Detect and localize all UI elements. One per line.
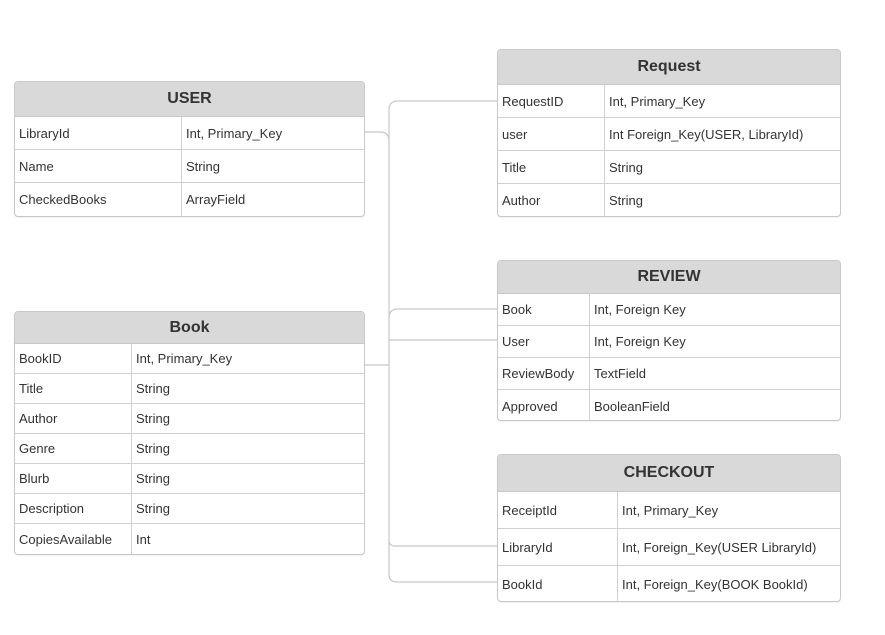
field-type: String	[609, 193, 643, 208]
field-row: ReviewBody TextField	[498, 358, 840, 390]
field-name: Description	[15, 494, 132, 523]
field-row: Genre String	[15, 434, 364, 464]
entity-book[interactable]: Book BookID Int, Primary_Key Title Strin…	[14, 311, 365, 555]
field-row: Author String	[498, 184, 840, 216]
entity-request[interactable]: Request RequestID Int, Primary_Key user …	[497, 49, 841, 217]
field-type: String	[136, 501, 170, 516]
field-row: LibraryId Int, Foreign_Key(USER LibraryI…	[498, 529, 840, 566]
entity-title: CHECKOUT	[498, 455, 840, 492]
field-name: Approved	[498, 390, 590, 420]
field-name: Author	[498, 184, 605, 216]
connector-book-review	[388, 308, 498, 319]
field-name: Author	[15, 404, 132, 433]
field-name: BookID	[15, 344, 132, 373]
field-type: String	[136, 381, 170, 396]
field-name: ReceiptId	[498, 492, 618, 528]
field-row: Description String	[15, 494, 364, 524]
entity-title: REVIEW	[498, 261, 840, 294]
field-type: String	[136, 411, 170, 426]
entity-title: Request	[498, 50, 840, 85]
field-type: String	[136, 471, 170, 486]
field-name: Name	[15, 150, 182, 182]
field-row: LibraryId Int, Primary_Key	[15, 117, 364, 150]
field-row: User Int, Foreign Key	[498, 326, 840, 358]
field-name: ReviewBody	[498, 358, 590, 389]
field-row: Name String	[15, 150, 364, 183]
field-row: Blurb String	[15, 464, 364, 494]
connector-user-checkout	[388, 539, 498, 547]
field-row: Approved BooleanField	[498, 390, 840, 420]
field-type: Int, Foreign Key	[594, 302, 686, 317]
field-row: CopiesAvailable Int	[15, 524, 364, 554]
field-name: user	[498, 118, 605, 150]
field-row: user Int Foreign_Key(USER, LibraryId)	[498, 118, 840, 151]
field-row: ReceiptId Int, Primary_Key	[498, 492, 840, 529]
field-name: Blurb	[15, 464, 132, 493]
field-row: Title String	[15, 374, 364, 404]
field-name: RequestID	[498, 85, 605, 117]
field-type: Int, Primary_Key	[186, 125, 283, 141]
field-row: CheckedBooks ArrayField	[15, 183, 364, 216]
field-row: Author String	[15, 404, 364, 434]
field-name: LibraryId	[498, 529, 618, 565]
field-name: LibraryId	[15, 117, 182, 149]
entity-user[interactable]: USER LibraryId Int, Primary_Key Name Str…	[14, 81, 365, 217]
field-name: Book	[498, 294, 590, 325]
field-name: User	[498, 326, 590, 357]
field-name: CopiesAvailable	[15, 524, 132, 554]
field-type: Int, Foreign_Key(USER LibraryId)	[622, 539, 817, 555]
field-name: BookId	[498, 566, 618, 601]
field-name: Genre	[15, 434, 132, 463]
entity-checkout[interactable]: CHECKOUT ReceiptId Int, Primary_Key Libr…	[497, 454, 841, 602]
entity-title: Book	[15, 312, 364, 344]
field-type: Int, Primary_Key	[136, 351, 233, 366]
field-type: Int, Foreign_Key(BOOK BookId)	[622, 577, 808, 592]
field-type: String	[609, 159, 643, 175]
field-row: Title String	[498, 151, 840, 184]
field-type: TextField	[594, 366, 647, 381]
entity-review[interactable]: REVIEW Book Int, Foreign Key User Int, F…	[497, 260, 841, 421]
field-type: Int, Primary_Key	[622, 502, 719, 518]
field-type: ArrayField	[186, 192, 246, 207]
connector-user-request	[388, 100, 498, 141]
field-row: RequestID Int, Primary_Key	[498, 85, 840, 118]
field-type: String	[136, 441, 170, 456]
field-name: Title	[498, 151, 605, 183]
field-type: Int	[136, 531, 151, 547]
field-row: Book Int, Foreign Key	[498, 294, 840, 326]
field-type: Int, Primary_Key	[609, 93, 706, 109]
field-type: Int, Foreign Key	[594, 334, 686, 349]
field-row: BookId Int, Foreign_Key(BOOK BookId)	[498, 566, 840, 601]
field-name: CheckedBooks	[15, 183, 182, 216]
field-row: BookID Int, Primary_Key	[15, 344, 364, 374]
entity-title: USER	[15, 82, 364, 117]
field-name: Title	[15, 374, 132, 403]
connector-user-trunk	[365, 131, 498, 583]
field-type: String	[186, 158, 220, 174]
field-type: Int Foreign_Key(USER, LibraryId)	[609, 126, 804, 142]
field-type: BooleanField	[594, 398, 670, 414]
